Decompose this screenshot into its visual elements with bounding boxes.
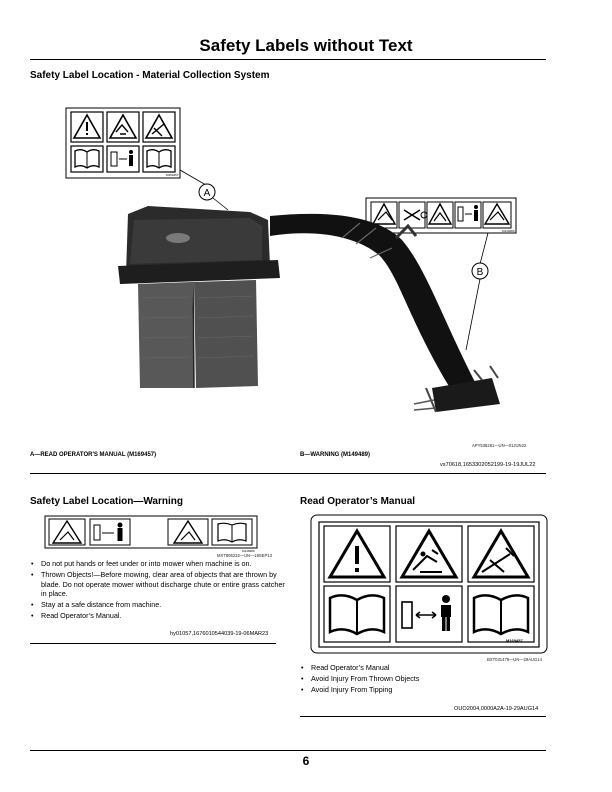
top-reference: vs70618,1653302052199-19-19JUL22	[440, 462, 536, 468]
callout-b: B	[477, 267, 484, 278]
label-b-decal	[365, 197, 517, 234]
manual-figure-id: BXT031478—UN—29AUG14	[487, 657, 542, 662]
warning-label-id: M149489	[242, 549, 255, 553]
list-item: Avoid Injury From Thrown Objects	[300, 674, 550, 684]
label-a-id: M169457	[166, 173, 179, 177]
section-heading-manual: Read Operator’s Manual	[300, 496, 416, 507]
warning-label-figure: M149489	[44, 515, 260, 553]
section-heading-collection-system: Safety Label Location - Material Collect…	[30, 70, 270, 81]
warning-section-rule	[30, 643, 276, 644]
caption-a: A—READ OPERATOR'S MANUAL (M169457)	[30, 452, 157, 458]
label-b-id: M149489	[502, 229, 515, 233]
page-number: 6	[302, 754, 310, 768]
top-figure-id: APY536261—UN—01JUN22	[472, 443, 527, 448]
warning-figure-id: MXT806232—UN—19SEP13	[217, 553, 272, 558]
label-a-decal	[65, 107, 181, 179]
warning-bullet-list: Do not put hands or feet under or into m…	[30, 559, 286, 622]
footer-rule	[30, 750, 546, 751]
manual-section-rule	[300, 716, 546, 717]
page-title: Safety Labels without Text	[199, 36, 413, 55]
list-item: Avoid Injury From Tipping	[300, 685, 550, 695]
material-collector-illustration	[118, 206, 500, 413]
callout-a: A	[204, 188, 211, 199]
section-heading-warning: Safety Label Location—Warning	[30, 496, 183, 507]
title-rule	[30, 59, 546, 60]
list-item: Do not put hands or feet under or into m…	[30, 559, 286, 569]
list-item: Read Operator’s Manual.	[30, 611, 286, 621]
list-item: Stay at a safe distance from machine.	[30, 600, 286, 610]
manual-label-figure: M169457	[310, 514, 548, 654]
caption-b: B—WARNING (M149489)	[300, 452, 371, 458]
warning-reference: hy01057,1676010544039-19-06MAR23	[170, 631, 269, 637]
manual-bullet-list: Read Operator’s Manual Avoid Injury From…	[300, 663, 550, 696]
collection-system-figure: M169457 A M149489	[30, 88, 560, 440]
list-item: Read Operator’s Manual	[300, 663, 550, 673]
list-item: Thrown Objects!—Before mowing, clear are…	[30, 570, 286, 599]
top-section-rule	[30, 473, 546, 474]
manual-label-id: M169457	[506, 638, 523, 643]
manual-reference: OUO2004,0000A2A-19-29AUG14	[454, 706, 539, 712]
